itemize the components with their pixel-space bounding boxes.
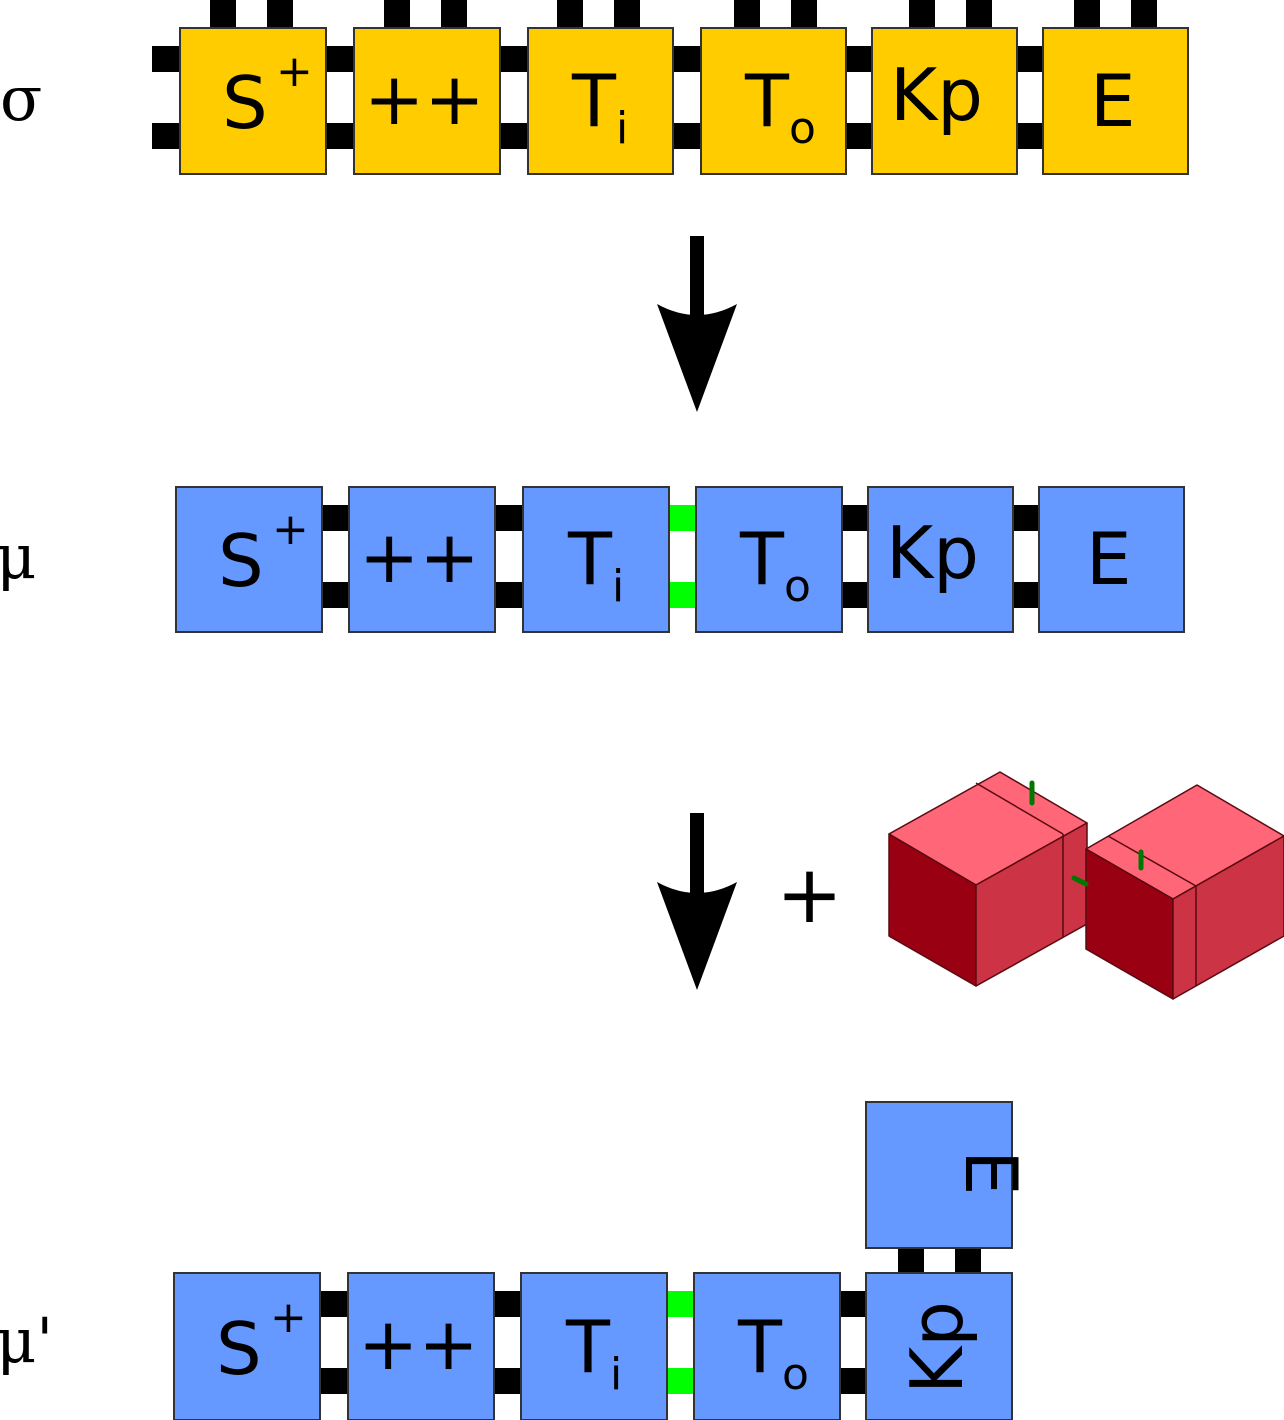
mu-prime-tile-e: E (865, 1101, 1033, 1249)
svg-text:i: i (616, 103, 628, 154)
mu-tile-e: E (1038, 486, 1185, 633)
mu-label: μ (0, 520, 36, 593)
cube-e (888, 771, 1088, 987)
svg-text:E: E (1090, 59, 1136, 143)
svg-text:T: T (571, 59, 617, 143)
cube-kp (1085, 784, 1284, 1000)
svg-text:S: S (216, 1307, 262, 1391)
svg-text:E: E (949, 1150, 1033, 1196)
down-arrow-icon (657, 813, 737, 990)
svg-text:Kp: Kp (890, 53, 983, 137)
svg-text:i: i (612, 561, 624, 612)
sigma-tile-s-plus: S + (179, 27, 327, 175)
mu-prime-tile-t-i: T i (520, 1272, 668, 1420)
svg-text:o: o (789, 103, 816, 154)
svg-text:T: T (744, 59, 790, 143)
down-arrow-icon (657, 236, 737, 412)
mu-prime-tile-plusplus: ++ (347, 1272, 495, 1420)
svg-text:++: ++ (359, 515, 480, 599)
mu-prime-label: μ' (0, 1304, 53, 1377)
released-cubes (888, 771, 1284, 1000)
svg-text:+: + (276, 46, 313, 97)
mu-prime-tile-s-plus: S + (173, 1272, 321, 1420)
svg-text:i: i (610, 1349, 622, 1400)
svg-text:T: T (739, 517, 785, 601)
mu-prime-tile-t-o: T o (693, 1272, 841, 1420)
svg-text:S: S (222, 61, 268, 145)
sigma-tile-e: E (1042, 27, 1189, 175)
mu-row: μ S + ++ T i T o Kp (0, 486, 1185, 633)
svg-text:E: E (1086, 517, 1132, 601)
sigma-bonds (152, 46, 1043, 149)
svg-text:++: ++ (364, 57, 485, 141)
svg-text:+: + (270, 1292, 307, 1343)
sigma-row: σ S + ++ T (0, 0, 1189, 175)
svg-text:+: + (272, 504, 309, 555)
mu-tile-t-o: T o (695, 486, 843, 633)
svg-text:o: o (784, 561, 811, 612)
mu-prime-row: μ' S + ++ T i T o Kp (0, 1101, 1033, 1420)
svg-text:T: T (567, 517, 613, 601)
mu-prime-bonds (320, 1248, 981, 1394)
mu-prime-tile-kp: Kp (865, 1272, 1013, 1420)
mu-tile-kp: Kp (867, 486, 1014, 633)
sigma-label: σ (0, 62, 42, 135)
sigma-tile-kp: Kp (871, 27, 1018, 175)
mu-tile-plusplus: ++ (348, 486, 496, 633)
sigma-tile-t-i: T i (527, 27, 674, 175)
mu-tile-s-plus: S + (175, 486, 323, 633)
cube-bond-marks (1029, 780, 1144, 887)
svg-text:o: o (782, 1349, 809, 1400)
svg-text:T: T (565, 1305, 611, 1389)
svg-text:Kp: Kp (895, 1301, 979, 1394)
sigma-tile-plusplus: ++ (353, 27, 501, 175)
sigma-top-connectors (210, 0, 1157, 28)
svg-text:T: T (737, 1305, 783, 1389)
mu-bonds (322, 505, 1039, 608)
mu-tile-t-i: T i (522, 486, 670, 633)
svg-text:S: S (218, 519, 264, 603)
svg-text:++: ++ (358, 1302, 479, 1386)
svg-text:Kp: Kp (886, 511, 979, 595)
plus-sign: + (776, 848, 843, 941)
sigma-tile-t-o: T o (700, 27, 847, 175)
